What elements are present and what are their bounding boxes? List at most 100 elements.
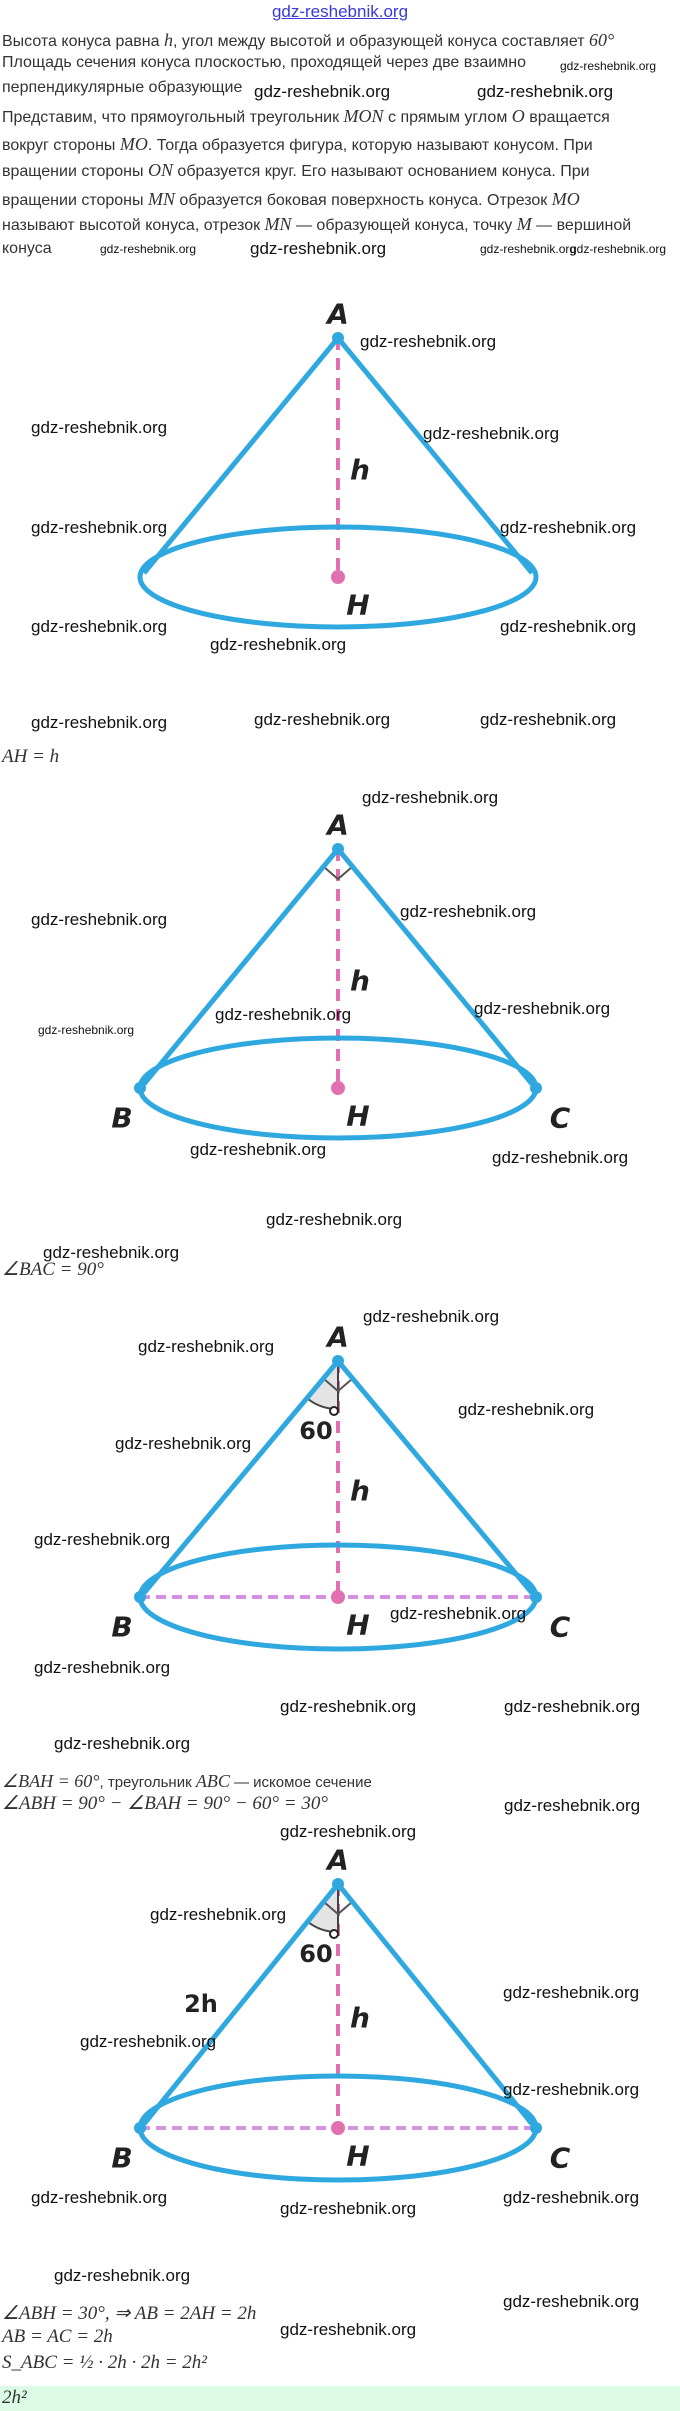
math: MN [147, 189, 175, 209]
step-abh: ∠ABH = 90° − ∠BAH = 90° − 60° = 30° [2, 1793, 328, 1814]
label-height-h: h [350, 2001, 370, 2035]
watermark-text: gdz-reshebnik.org [280, 1822, 417, 1841]
theory-line-2: вокруг стороны MO. Тогда образуется фигу… [2, 134, 593, 155]
label-a: A [327, 1843, 349, 1877]
watermark-text: gdz-reshebnik.org [400, 902, 537, 921]
cone-side-right [336, 1882, 534, 2126]
cone-side-left [142, 847, 340, 1086]
watermark-text: gdz-reshebnik.org [477, 82, 614, 101]
step-bah: ∠BAH = 60°, треугольник ABC — искомое се… [2, 1771, 372, 1792]
watermark-text: gdz-reshebnik.org [492, 1148, 629, 1167]
watermark-text: gdz-reshebnik.org [100, 242, 197, 256]
theory-line-1: Представим, что прямоугольный треугольни… [2, 106, 610, 127]
watermark-text: gdz-reshebnik.org [34, 1658, 171, 1677]
text: вращении стороны [2, 163, 148, 180]
step-ah: AH = h [2, 746, 60, 767]
watermark-text: gdz-reshebnik.org [570, 242, 667, 256]
text: образуется боковая поверхность конуса. О… [174, 192, 552, 209]
watermark-text: gdz-reshebnik.org [31, 713, 168, 732]
watermark-text: gdz-reshebnik.org [480, 710, 617, 729]
text: , треугольник [99, 1774, 196, 1791]
theory-line-3: вращении стороны ON образуется круг. Его… [2, 160, 590, 181]
watermark-text: gdz-reshebnik.org [31, 910, 168, 929]
right-angle-mark [323, 1378, 353, 1393]
math: ON [147, 160, 173, 180]
watermark-text: gdz-reshebnik.org [504, 1796, 641, 1815]
text: вращении стороны [2, 192, 148, 209]
text: , угол между высотой и образующей конуса… [172, 33, 589, 50]
theory-line-5: называют высотой конуса, отрезок MN — об… [2, 214, 631, 235]
watermark-text: gdz-reshebnik.org [363, 1307, 500, 1326]
point-c [530, 1591, 542, 1603]
watermark-text: gdz-reshebnik.org [503, 2188, 640, 2207]
problem-line-3: перпендикулярные образующие [2, 79, 243, 96]
site-link[interactable]: gdz-reshebnik.org [271, 2, 409, 21]
cone-base-ellipse [137, 524, 539, 630]
watermark-text: gdz-reshebnik.org [31, 418, 168, 437]
point-b [134, 1591, 146, 1603]
problem-line-1: Высота конуса равна h, угол между высото… [2, 30, 614, 51]
point-a [332, 1878, 344, 1890]
watermark-text: gdz-reshebnik.org [54, 2266, 191, 2285]
label-h: H [346, 1099, 370, 1133]
text: — вершиной [531, 217, 632, 234]
cone-side-left [142, 1359, 340, 1595]
text: — образующей конуса, точку [291, 217, 517, 234]
watermark-text: gdz-reshebnik.org [280, 2320, 417, 2339]
degree-mark [329, 1406, 339, 1416]
watermark-text: gdz-reshebnik.org [190, 1140, 327, 1159]
answer-box: 2h² [0, 2386, 680, 2411]
watermark-text: gdz-reshebnik.org [280, 1697, 417, 1716]
watermark-text: gdz-reshebnik.org [150, 1905, 287, 1924]
watermark-text: gdz-reshebnik.org [254, 82, 391, 101]
watermark-text: gdz-reshebnik.org [503, 1983, 640, 2002]
label-side-2h: 2h [184, 1990, 218, 2018]
label-height-h: h [350, 964, 370, 997]
watermark-text: gdz-reshebnik.org [115, 1434, 252, 1453]
watermark-text: gdz-reshebnik.org [31, 617, 168, 636]
step-area: S_ABC = ½ · 2h · 2h = 2h² [2, 2352, 207, 2373]
math: h [163, 30, 173, 50]
watermark-text: gdz-reshebnik.org [480, 242, 577, 256]
point-a [332, 332, 344, 344]
text: называют высотой конуса, отрезок [2, 217, 265, 234]
step-ab-ac: AB = AC = 2h [2, 2326, 113, 2347]
cone-side-left [142, 336, 340, 575]
label-h: H [346, 588, 370, 622]
watermark-text: gdz-reshebnik.org [266, 1210, 403, 1229]
math: O [511, 106, 525, 126]
problem-line-2: Площадь сечения конуса плоскостью, прохо… [2, 54, 526, 71]
theory-line-4: вращении стороны MN образуется боковая п… [2, 189, 580, 210]
label-height-h: h [350, 453, 370, 486]
math: M [516, 214, 532, 234]
watermark-text: gdz-reshebnik.org [31, 518, 168, 537]
math: 60° [588, 30, 615, 50]
watermark-text: gdz-reshebnik.org [423, 424, 560, 443]
watermark-text: gdz-reshebnik.org [362, 788, 499, 807]
cone-side-left [142, 1882, 340, 2126]
point-b [134, 2122, 146, 2134]
watermark-text: gdz-reshebnik.org [210, 635, 347, 654]
label-angle-60: 60 [299, 1940, 333, 1968]
watermark-text: gdz-reshebnik.org [390, 1604, 527, 1623]
math: MON [343, 106, 384, 126]
watermark-text: gdz-reshebnik.org [280, 2199, 417, 2218]
watermark-text: gdz-reshebnik.org [560, 59, 657, 73]
label-c: C [549, 2141, 571, 2175]
math: MO [119, 134, 148, 154]
watermark-text: gdz-reshebnik.org [31, 2188, 168, 2207]
cone-side-right [336, 1359, 534, 1595]
label-h: H [346, 2139, 370, 2173]
text: — искомое сечение [229, 1774, 372, 1791]
cone-diagram-3 [134, 1355, 542, 1652]
math: ABC [195, 1771, 230, 1791]
cone-diagram-1 [137, 332, 539, 630]
label-c: C [549, 1101, 571, 1135]
watermark-text: gdz-reshebnik.org [503, 2292, 640, 2311]
watermark-text: gdz-reshebnik.org [250, 239, 387, 258]
point-h [331, 1590, 345, 1604]
point-h [331, 570, 345, 584]
point-h [331, 1081, 345, 1095]
watermark-text: gdz-reshebnik.org [360, 332, 497, 351]
